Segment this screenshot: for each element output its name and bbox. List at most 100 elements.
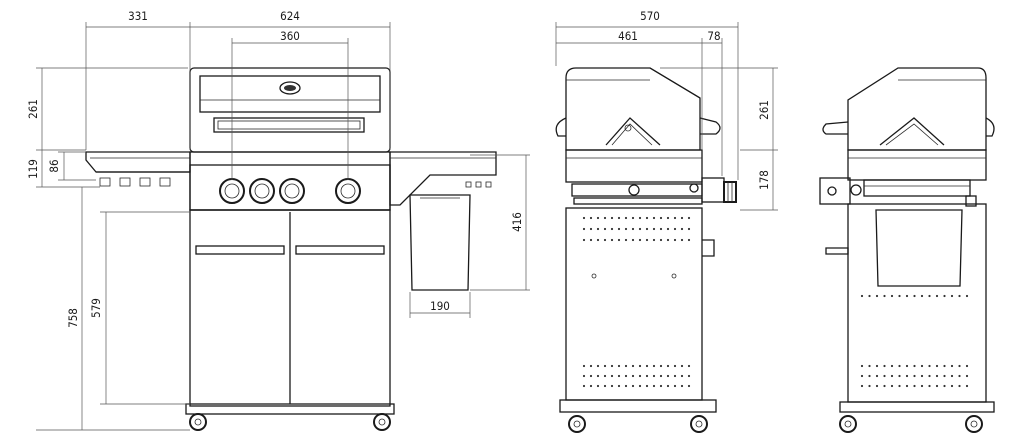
vent-hole (603, 238, 607, 242)
vent-hole (638, 238, 642, 242)
vent-hole (875, 294, 879, 298)
vent-hole (935, 384, 939, 388)
vent-hole (631, 216, 635, 220)
front-cabinet (185, 209, 395, 415)
rear-vent-holes-mid (860, 294, 969, 298)
vent-hole (666, 374, 670, 378)
vent-hole (673, 374, 677, 378)
vent-hole (596, 238, 600, 242)
dim-total-depth: 570 (640, 9, 660, 23)
vent-hole (898, 364, 901, 368)
front-waste-bin (409, 194, 471, 291)
vent-hole (905, 384, 909, 388)
vent-hole (680, 216, 684, 220)
dim-side-table-thickness: 86 (47, 159, 61, 172)
vent-hole (935, 294, 939, 298)
vent-hole (596, 227, 600, 231)
vent-hole (659, 216, 663, 220)
vent-hole (666, 227, 670, 231)
vent-hole (589, 238, 593, 242)
vent-hole (645, 374, 649, 378)
vent-hole (928, 374, 931, 378)
vent-hole (596, 216, 600, 220)
vent-hole (673, 364, 677, 368)
vent-hole (868, 384, 871, 388)
vent-hole (624, 238, 628, 242)
front-wheels (189, 413, 391, 431)
vent-hole (680, 384, 684, 388)
dim-side-hood-height: 261 (757, 100, 771, 120)
vent-hole (652, 238, 656, 242)
vent-hole (617, 216, 621, 220)
vent-hole (883, 374, 886, 378)
vent-hole (898, 294, 901, 298)
rear-vent-holes-bottom (860, 364, 969, 388)
vent-hole (610, 238, 614, 242)
side-cabinet (559, 207, 717, 413)
vent-hole (875, 364, 879, 368)
vent-hole (860, 384, 864, 388)
vent-hole (680, 364, 684, 368)
vent-hole (652, 364, 656, 368)
vent-hole (965, 384, 969, 388)
vent-hole (645, 216, 649, 220)
vent-hole (610, 216, 614, 220)
vent-hole (582, 364, 586, 368)
vent-hole (638, 227, 642, 231)
vent-hole (610, 227, 614, 231)
vent-hole (631, 364, 635, 368)
vent-hole (875, 384, 879, 388)
vent-hole (950, 294, 954, 298)
dim-cabinet-height: 579 (89, 298, 103, 318)
burner-knobs (219, 178, 361, 204)
dim-hood-height: 261 (26, 99, 40, 119)
vent-hole (913, 374, 916, 378)
vent-hole (617, 364, 621, 368)
right-door-handle (295, 245, 385, 255)
vent-hole (596, 384, 600, 388)
vent-hole (898, 374, 901, 378)
vent-hole (659, 227, 663, 231)
vent-hole (958, 364, 961, 368)
vent-holes-bottom (582, 364, 691, 388)
vent-hole (673, 216, 677, 220)
dim-body-width: 624 (280, 9, 300, 23)
vent-hole (617, 384, 621, 388)
vent-hole (905, 374, 909, 378)
vent-hole (617, 238, 621, 242)
vent-hole (943, 294, 946, 298)
vent-hole (965, 294, 969, 298)
vent-hole (589, 374, 593, 378)
vent-hole (950, 384, 954, 388)
vent-hole (610, 364, 614, 368)
vent-hole (680, 238, 684, 242)
vent-hole (928, 384, 931, 388)
vent-hole (631, 227, 635, 231)
vent-hole (965, 364, 969, 368)
vent-hole (890, 364, 894, 368)
vent-hole (638, 384, 642, 388)
side-dimension-lines (555, 22, 778, 211)
vent-hole (943, 374, 946, 378)
vent-hole (652, 374, 656, 378)
rear-side-view (819, 67, 995, 433)
vent-hole (965, 374, 969, 378)
vent-hole (645, 227, 649, 231)
vent-hole (687, 384, 691, 388)
vent-hole (638, 374, 642, 378)
vent-hole (652, 227, 656, 231)
vent-hole (687, 227, 691, 231)
side-view: 570 461 78 261 178 (555, 9, 778, 433)
rear-control-block (819, 177, 977, 207)
vent-hole (673, 227, 677, 231)
vent-hole (868, 364, 871, 368)
vent-hole (860, 374, 864, 378)
vent-hole (943, 364, 946, 368)
vent-hole (868, 374, 871, 378)
vent-hole (610, 384, 614, 388)
vent-hole (659, 364, 663, 368)
vent-hole (617, 227, 621, 231)
dim-side-table-width: 331 (128, 9, 148, 23)
